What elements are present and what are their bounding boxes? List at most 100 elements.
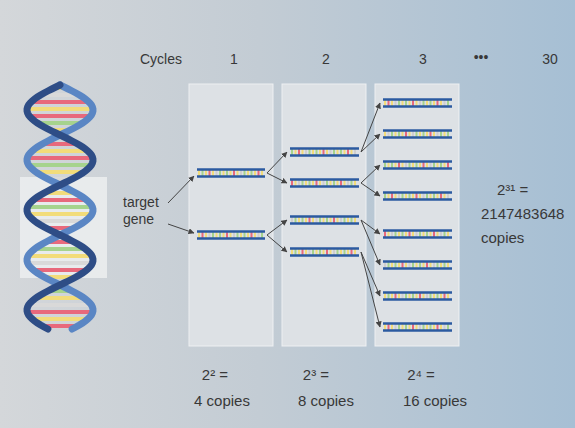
base-pair [437, 100, 439, 106]
base-pair [426, 231, 428, 237]
copy-count: 2147483648 [481, 205, 564, 223]
base-pair [323, 217, 325, 223]
base-pair [444, 100, 446, 106]
strand-backbone [383, 160, 452, 163]
base-pair [412, 131, 414, 137]
base-pair [230, 232, 232, 238]
base-pair [395, 131, 397, 137]
base-pair [426, 324, 428, 330]
base-pair [430, 262, 432, 268]
dna-copy [383, 262, 452, 269]
base-pair [388, 162, 390, 168]
base-pair [416, 193, 418, 199]
base-pair [433, 193, 435, 199]
base-pair [440, 231, 442, 237]
base-pair [405, 231, 407, 237]
base-pair [419, 262, 421, 268]
base-pair [223, 170, 225, 176]
base-pair [326, 249, 328, 255]
base-pair [430, 231, 432, 237]
base-pair [316, 180, 318, 186]
base-pair [395, 162, 397, 168]
base-pair [261, 232, 263, 238]
base-pair [423, 100, 425, 106]
base-pair [398, 131, 400, 137]
base-pair [32, 317, 88, 321]
base-pair [405, 162, 407, 168]
base-pair [351, 249, 353, 255]
base-pair [395, 100, 397, 106]
base-pair [419, 100, 421, 106]
base-pair [347, 149, 349, 155]
base-pair [409, 131, 411, 137]
base-pair [384, 193, 386, 199]
strand-backbone [383, 191, 452, 194]
strand-backbone [383, 291, 452, 294]
base-pair [291, 149, 293, 155]
base-pair [409, 262, 411, 268]
base-pair [430, 100, 432, 106]
base-pair [240, 170, 242, 176]
base-pair [302, 249, 304, 255]
strand-backbone [383, 129, 452, 132]
base-pair [330, 249, 332, 255]
base-pair [237, 170, 239, 176]
base-pair [333, 249, 335, 255]
base-pair [295, 249, 297, 255]
base-pair [433, 293, 435, 299]
dna-copy [383, 162, 452, 169]
strand-backbone [290, 254, 359, 257]
dna-copy [290, 149, 359, 156]
base-pair [233, 170, 235, 176]
base-pair [302, 149, 304, 155]
base-pair [32, 149, 88, 153]
base-pair [319, 149, 321, 155]
strand-backbone [290, 247, 359, 250]
strand-backbone [383, 229, 452, 232]
strand-backbone [290, 215, 359, 218]
base-pair [333, 217, 335, 223]
base-pair [251, 232, 253, 238]
dna-copy [383, 131, 452, 138]
base-pair [298, 149, 300, 155]
base-pair [405, 262, 407, 268]
copy-arrow [361, 165, 380, 183]
base-pair [391, 131, 393, 137]
base-pair [337, 180, 339, 186]
base-pair [291, 217, 293, 223]
base-pair [433, 100, 435, 106]
base-pair [395, 262, 397, 268]
base-pair [291, 180, 293, 186]
base-pair [388, 131, 390, 137]
dna-copy [290, 217, 359, 224]
base-pair [447, 231, 449, 237]
base-pair [423, 324, 425, 330]
base-pair [412, 293, 414, 299]
base-pair [31, 100, 89, 104]
base-pair [412, 100, 414, 106]
base-pair [391, 231, 393, 237]
base-pair [447, 100, 449, 106]
base-pair [340, 249, 342, 255]
dna-copy [290, 180, 359, 187]
base-pair [384, 293, 386, 299]
base-pair [398, 293, 400, 299]
copy-arrow [267, 152, 287, 173]
base-pair [388, 293, 390, 299]
base-pair [412, 162, 414, 168]
base-pair [426, 193, 428, 199]
base-pair [247, 232, 249, 238]
base-pair [233, 232, 235, 238]
base-pair [447, 262, 449, 268]
base-pair [258, 232, 260, 238]
base-pair [405, 131, 407, 137]
base-pair [444, 262, 446, 268]
base-pair [391, 193, 393, 199]
base-pair [437, 293, 439, 299]
base-pair [412, 193, 414, 199]
power-formula: 2³ = [303, 366, 329, 384]
cycle-number: 3 [419, 51, 427, 68]
base-pair [388, 262, 390, 268]
base-pair [402, 324, 404, 330]
base-pair [391, 324, 393, 330]
